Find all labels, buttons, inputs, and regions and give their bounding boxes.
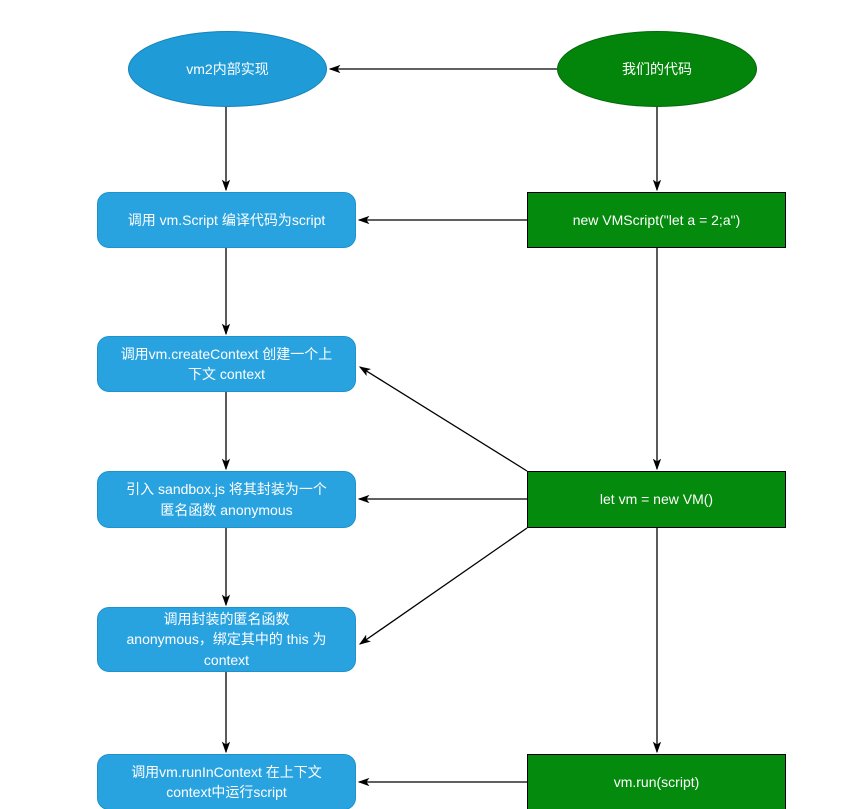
node-run-in-context[interactable]: 调用vm.runInContext 在上下文 context中运行script	[97, 754, 356, 809]
node-vm2-internal[interactable]: vm2内部实现	[128, 31, 327, 107]
edges	[221, 64, 662, 787]
node-new-vmscript[interactable]: new VMScript("let a = 2;a")	[527, 192, 786, 248]
node-create-context[interactable]: 调用vm.createContext 创建一个上 下文 context	[97, 336, 356, 392]
node-sandbox-wrap[interactable]: 引入 sandbox.js 将其封装为一个 匿名函数 anonymous	[97, 471, 356, 528]
node-label-sandbox-wrap: 引入 sandbox.js 将其封装为一个 匿名函数 anonymous	[126, 481, 327, 518]
node-new-vm[interactable]: let vm = new VM()	[527, 471, 786, 528]
node-label-vm-run: vm.run(script)	[613, 773, 700, 790]
node-label-new-vmscript: new VMScript("let a = 2;a")	[572, 211, 741, 228]
edge-e-newvm-to-anonymous	[358, 527, 528, 645]
node-label-run-in-context: 调用vm.runInContext 在上下文 context中运行script	[131, 763, 322, 800]
node-label-call-anonymous: 调用封装的匿名函数 anonymous，绑定其中的 this 为 context	[126, 611, 327, 668]
node-vm-run[interactable]: vm.run(script)	[527, 754, 786, 809]
node-label-our-code: 我们的代码	[622, 60, 692, 77]
node-label-new-vm: let vm = new VM()	[599, 491, 714, 508]
edge-e-newvm-to-createcontext	[358, 366, 528, 472]
node-label-compile-script: 调用 vm.Script 编译代码为script	[127, 211, 326, 228]
node-our-code[interactable]: 我们的代码	[557, 31, 757, 107]
node-compile-script[interactable]: 调用 vm.Script 编译代码为script	[97, 192, 356, 248]
node-label-vm2-internal: vm2内部实现	[186, 60, 269, 77]
node-call-anonymous[interactable]: 调用封装的匿名函数 anonymous，绑定其中的 this 为 context	[97, 607, 356, 672]
node-label-create-context: 调用vm.createContext 创建一个上 下文 context	[120, 345, 333, 382]
